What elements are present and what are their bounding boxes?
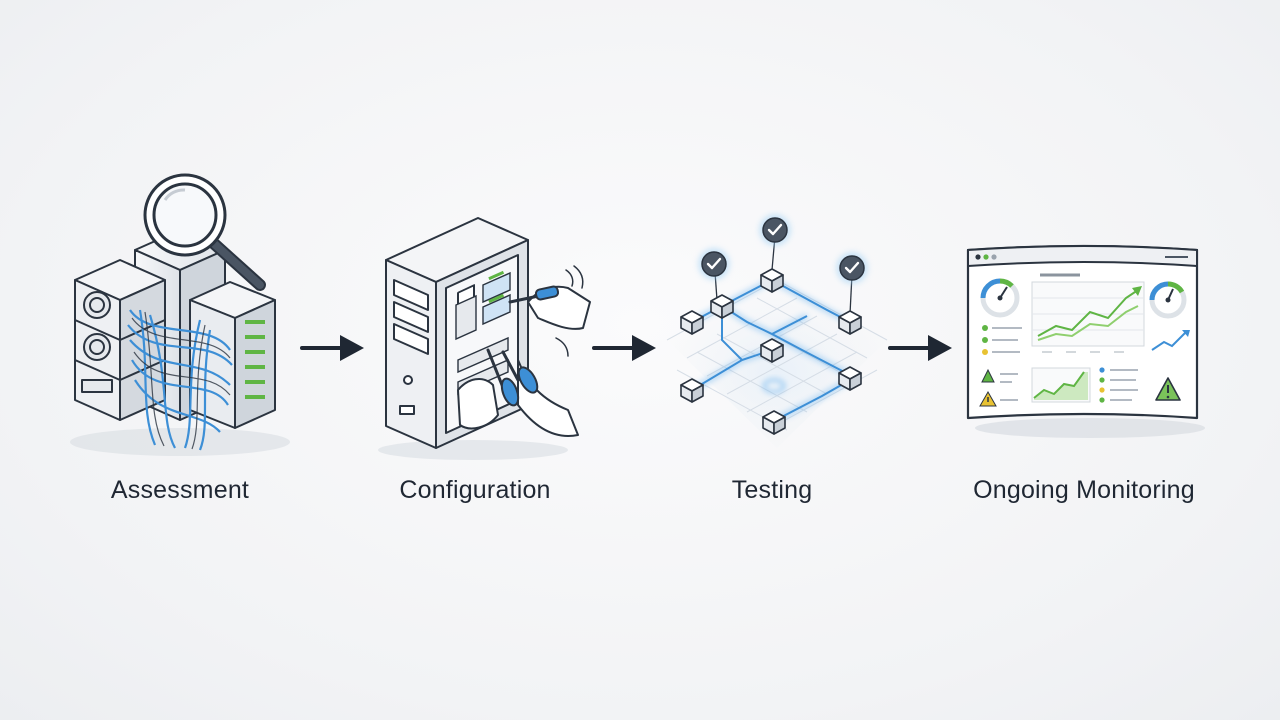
server-rack-magnifier-icon (70, 173, 290, 456)
step-label-testing: Testing (731, 476, 813, 504)
network-nodes-check-icon (666, 214, 888, 448)
step-label-configuration: Configuration (399, 476, 551, 504)
server-tower-tools-icon (378, 217, 591, 460)
step-label-assessment: Assessment (110, 476, 250, 504)
arrow-right-icon (888, 335, 952, 361)
dashboard-monitor-icon (966, 244, 1205, 438)
arrow-right-icon (592, 335, 656, 361)
step-label-ongoing-monitoring: Ongoing Monitoring (973, 476, 1195, 504)
arrow-right-icon (300, 335, 364, 361)
